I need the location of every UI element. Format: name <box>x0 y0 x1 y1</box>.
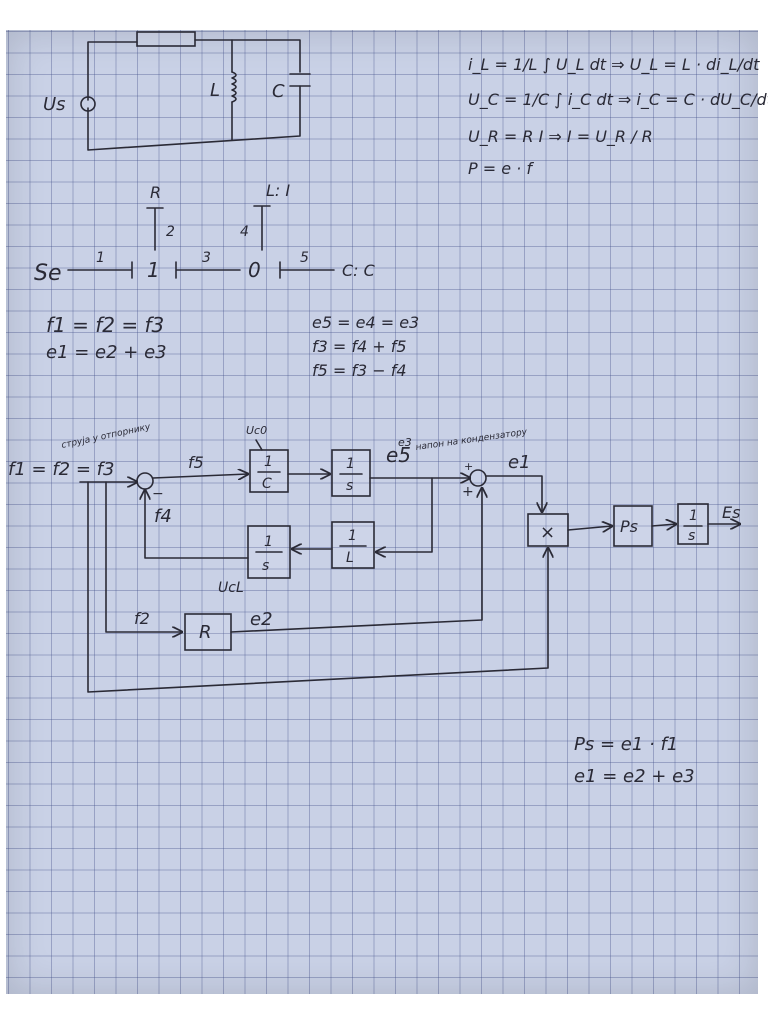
svg-text:+: + <box>462 484 474 500</box>
junction-0: 0 <box>248 258 261 282</box>
capacitor-element: C: C <box>342 261 376 280</box>
note-capacitor-voltage: напон на кондензатору <box>415 427 528 453</box>
input-flow-label: f1 = f2 = f3 <box>8 459 114 480</box>
svg-text:L: L <box>346 550 354 566</box>
equation-resistor: U_R = R I ⇒ I = U_R / R <box>468 127 653 147</box>
svg-text:5: 5 <box>300 250 309 266</box>
constitutive-equations: i_L = 1/L ∫ U_L dt ⇒ U_L = L · di_L/dt U… <box>468 55 768 178</box>
block-inverse-inductance <box>331 521 375 569</box>
equation-power: P = e · f <box>468 159 534 178</box>
f5-label: f5 <box>188 453 204 472</box>
inductor-symbol <box>231 71 237 103</box>
e5-label: e5 <box>386 443 411 467</box>
svg-text:C: C <box>262 476 272 492</box>
resistor-element: R <box>150 183 161 202</box>
equation-capacitor: U_C = 1/C ∫ i_C dt ⇒ i_C = C · dU_C/dt <box>468 90 768 110</box>
svg-text:1: 1 <box>689 508 698 524</box>
svg-text:1: 1 <box>348 528 357 544</box>
e1-label: e1 <box>508 452 531 473</box>
svg-text:4: 4 <box>240 224 249 240</box>
svg-text:1: 1 <box>346 456 355 472</box>
junction-relations: f1 = f2 = f3 e1 = e2 + e3 e5 = e4 = e3 f… <box>46 313 419 380</box>
block-diagram: струја у отпорнику напон на кондензатору… <box>8 422 740 693</box>
svg-text:3: 3 <box>202 250 211 266</box>
e3-label: e3 <box>398 436 412 449</box>
junction-1: 1 <box>147 258 160 282</box>
uc0-label: Uc0 <box>246 424 267 437</box>
flow-sum: f3 = f4 + f5 <box>312 337 407 356</box>
svg-text:−: − <box>152 486 164 502</box>
flow-relation: f1 = f2 = f3 <box>46 313 164 337</box>
f2-label: f2 <box>134 609 150 628</box>
svg-text:1: 1 <box>264 454 273 470</box>
svg-text:R: R <box>199 622 212 643</box>
svg-text:+: + <box>464 460 473 473</box>
inductor-label: L <box>210 80 220 101</box>
svg-text:s: s <box>262 558 269 574</box>
graph-paper-sheet <box>6 30 758 994</box>
resistor-symbol <box>136 31 196 47</box>
source-label: Us <box>43 94 66 115</box>
bond-graph: Se 1 1 R 2 3 0 L: I 4 5 C: C <box>34 181 376 286</box>
effort-sum-equation: e1 = e2 + e3 <box>574 766 695 787</box>
output-energy-label: Es <box>722 503 740 522</box>
block-integrator-capacitor <box>331 449 371 497</box>
f4-label: f4 <box>154 506 172 527</box>
voltage-source-symbol <box>80 96 96 112</box>
flow-difference: f5 = f3 − f4 <box>312 361 407 380</box>
capacitor-label: C <box>272 81 285 102</box>
effort-equality: e5 = e4 = e3 <box>312 313 419 332</box>
power-equation: Ps = e1 · f1 <box>574 734 678 755</box>
svg-text:s: s <box>688 528 695 544</box>
block-power <box>613 505 653 547</box>
bond-5 <box>279 261 335 279</box>
summing-junction-effort <box>469 469 487 487</box>
effort-relation: e1 = e2 + e3 <box>46 342 167 363</box>
svg-text:×: × <box>540 522 555 543</box>
inductor-element: L: I <box>266 181 290 200</box>
note-resistor-current: струја у отпорнику <box>61 422 152 451</box>
svg-text:1: 1 <box>264 534 273 550</box>
svg-text:s: s <box>346 478 353 494</box>
ucl-label: UcL <box>218 580 244 596</box>
bond-4 <box>253 205 271 251</box>
svg-text:2: 2 <box>166 224 175 240</box>
block-inverse-capacitance <box>249 449 289 493</box>
block-integrator-energy <box>677 503 709 545</box>
bond-graph-source: Se <box>34 261 62 286</box>
equation-inductor: i_L = 1/L ∫ U_L dt ⇒ U_L = L · di_L/dt <box>468 55 760 75</box>
rlc-circuit: Us L C <box>43 31 311 151</box>
bond-2 <box>146 207 164 251</box>
power-equations: Ps = e1 · f1 e1 = e2 + e3 <box>574 734 695 787</box>
summing-junction-flow <box>136 472 154 490</box>
e2-label: e2 <box>250 609 273 630</box>
svg-text:Ps: Ps <box>620 517 638 536</box>
svg-text:1: 1 <box>96 250 105 266</box>
bond-1 <box>67 261 133 279</box>
bond-3 <box>175 261 241 279</box>
capacitor-symbol <box>289 73 311 87</box>
block-resistor <box>184 613 232 651</box>
